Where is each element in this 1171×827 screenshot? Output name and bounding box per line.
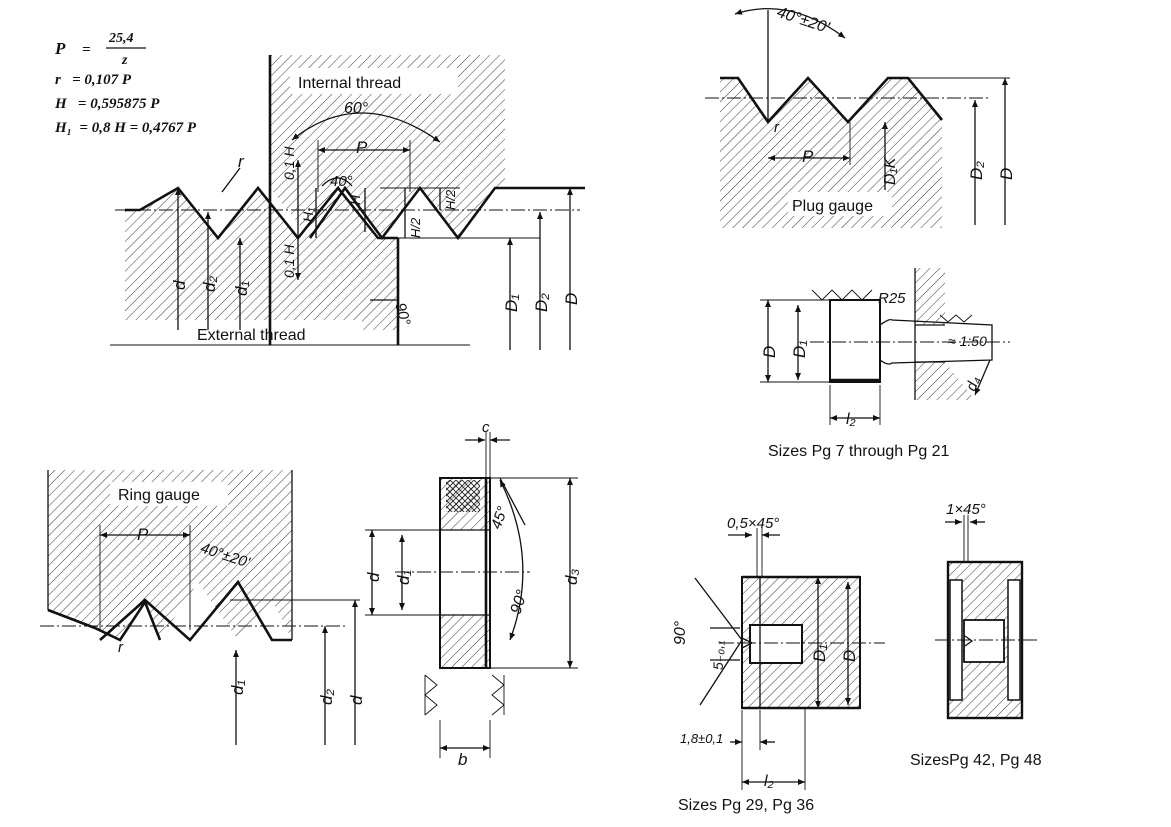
formula-block: P = 25,4 z r = 0,107 P H = 0,595875 P H₁… xyxy=(54,31,197,136)
xl-plug-detail: 1×45° SizesPg 42, Pg 48 xyxy=(910,501,1042,769)
dim-h: H xyxy=(347,194,363,205)
ring-section-45: 45° xyxy=(488,504,512,531)
dim-d2: d₂ xyxy=(200,276,219,292)
large-plug-offset: 1,8±0,1 xyxy=(680,731,723,746)
dim-h-half-a: H/2 xyxy=(408,217,423,238)
radius-label: r xyxy=(238,152,245,171)
thread-profile: Internal thread External thread 60° P 40… xyxy=(110,55,585,350)
formula-p-lhs: P xyxy=(54,39,66,58)
large-plug-hole: 5₋₀,₁ xyxy=(710,640,726,670)
formula-p-eq: = xyxy=(82,42,91,58)
small-plug-d4: d₄ xyxy=(963,374,984,393)
ring-section-d1: d₁ xyxy=(394,570,413,585)
large-plug-chamfer: 0,5×45° xyxy=(727,515,779,532)
ring-section-90: 90° xyxy=(508,587,532,616)
ring-section-d3: d₃ xyxy=(562,569,581,585)
dim-0-1h-top: 0,1 H xyxy=(281,146,297,180)
ring-section-c: c xyxy=(482,419,490,436)
xl-plug-chamfer: 1×45° xyxy=(946,501,986,518)
small-plug-l2: l₂ xyxy=(846,411,856,428)
formula-h1: H₁ = 0,8 H = 0,4767 P xyxy=(54,120,197,136)
small-plug-d: D xyxy=(760,346,779,358)
flank-angle-label: 60° xyxy=(344,100,369,117)
ring-gauge-radius: r xyxy=(118,639,124,656)
plug-gauge-label: Plug gauge xyxy=(792,198,873,215)
formula-r: r = 0,107 P xyxy=(55,72,132,88)
dim-D: D xyxy=(562,293,581,305)
ring-gauge-d2: d₂ xyxy=(317,689,336,705)
ring-gauge-label: Ring gauge xyxy=(118,487,200,504)
ring-gauge-pitch: P xyxy=(137,525,149,544)
internal-thread-label: Internal thread xyxy=(298,75,401,92)
large-plug-caption: Sizes Pg 29, Pg 36 xyxy=(678,797,814,814)
large-plug-d1: D₁ xyxy=(810,644,829,662)
plug-gauge-profile: Plug gauge 40°±20' r P D₁K D₂ D xyxy=(705,4,1016,228)
ring-section-d: d xyxy=(364,572,383,582)
right-angle-label: 90° xyxy=(391,301,413,327)
ring-section-b: b xyxy=(458,750,467,769)
formula-p-numerator: 25,4 xyxy=(108,31,134,46)
plug-gauge-d: D xyxy=(997,168,1016,180)
dim-D2: D₂ xyxy=(532,293,551,312)
small-plug-taper: ≈ 1:50 xyxy=(948,333,987,349)
ring-section-detail: c 45° 90° d d₁ d₃ b xyxy=(364,419,581,769)
formula-h: H = 0,595875 P xyxy=(54,96,160,112)
large-plug-l2: l₂ xyxy=(764,773,774,790)
large-plug-d: D xyxy=(840,650,859,662)
large-plug-angle: 90° xyxy=(672,620,689,645)
external-thread-label: External thread xyxy=(197,327,306,344)
dim-D1: D₁ xyxy=(502,294,521,312)
xl-plug-caption: SizesPg 42, Pg 48 xyxy=(910,752,1042,769)
dim-h1: H₁ xyxy=(300,207,316,222)
ring-gauge-d1: d₁ xyxy=(228,680,247,695)
formula-p-denominator: z xyxy=(121,53,128,68)
small-plug-caption: Sizes Pg 7 through Pg 21 xyxy=(768,443,950,460)
dim-h-half-b: H/2 xyxy=(443,189,458,210)
plug-gauge-radius: r xyxy=(774,119,780,136)
small-plug-radius: R25 xyxy=(878,290,906,307)
plug-gauge-angle: 40°±20' xyxy=(775,4,832,37)
half-angle-label: 40° xyxy=(330,173,353,190)
dim-0-1h-bottom: 0,1 H xyxy=(281,244,297,278)
small-plug-detail: R25 ≈ 1:50 D D₁ l₂ d₄ Sizes Pg 7 through… xyxy=(760,268,1010,460)
dim-d1: d₁ xyxy=(232,281,251,296)
plug-gauge-pitch: P xyxy=(802,147,814,166)
small-plug-d1: D₁ xyxy=(790,340,809,358)
pitch-label: P xyxy=(356,138,368,157)
dim-d: d xyxy=(170,280,189,290)
plug-gauge-d1k: D₁K xyxy=(882,156,899,185)
ring-gauge-profile: Ring gauge P 40°±20' r d₁ d₂ d xyxy=(40,470,366,745)
large-plug-detail: 0,5×45° 90° 5₋₀,₁ 1,8±0,1 D₁ D l₂ Sizes … xyxy=(672,515,885,814)
plug-gauge-d2: D₂ xyxy=(967,161,986,180)
ring-gauge-d: d xyxy=(347,695,366,705)
